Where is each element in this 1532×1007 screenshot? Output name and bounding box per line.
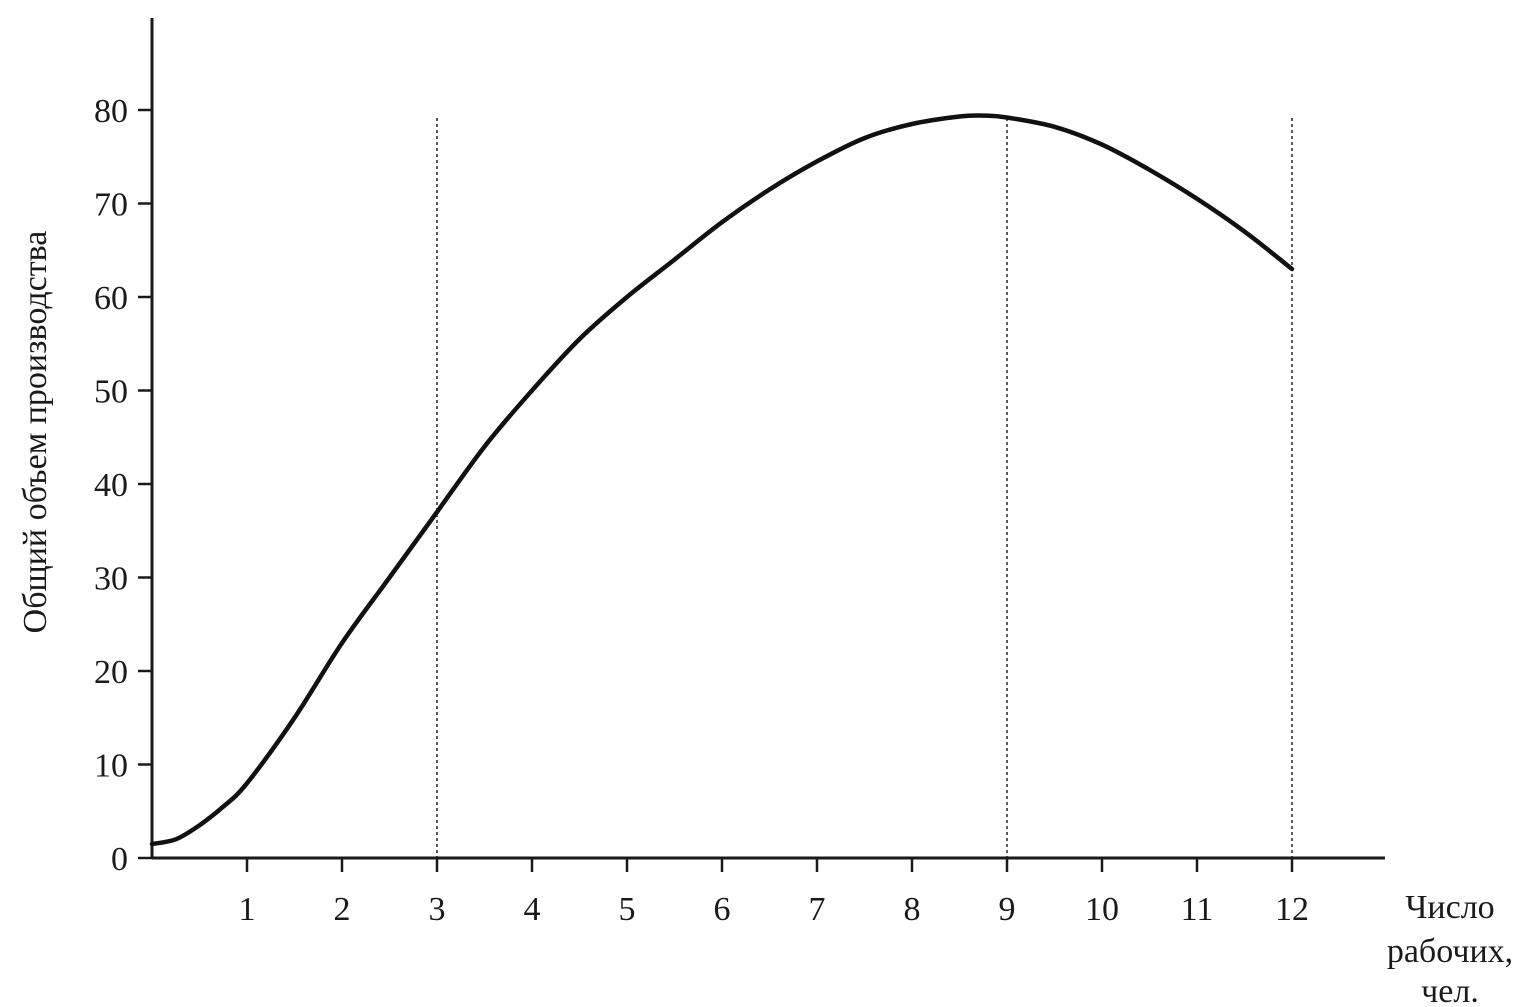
x-tick-label: 8 xyxy=(904,891,921,928)
total-output-curve xyxy=(149,113,1295,847)
x-tick-label: 1 xyxy=(239,891,256,928)
x-tick-label: 3 xyxy=(429,891,446,928)
y-tick-label: 30 xyxy=(94,561,128,598)
y-tick-label: 70 xyxy=(94,187,128,224)
x-axis-title-line-2: рабочих, xyxy=(1387,933,1513,970)
x-tick-label: 10 xyxy=(1085,891,1119,928)
y-tick-label: 80 xyxy=(94,93,128,130)
x-tick-label: 4 xyxy=(524,891,541,928)
x-axis-title: Число рабочих, чел. xyxy=(1387,889,1513,1007)
y-tick-label: 10 xyxy=(94,748,128,785)
x-tick-label: 5 xyxy=(619,891,636,928)
y-axis-title: Общий объем производства xyxy=(17,231,54,634)
x-axis-title-line-1: Число xyxy=(1405,889,1494,926)
x-tick-label: 2 xyxy=(334,891,351,928)
x-tick-label: 11 xyxy=(1181,891,1214,928)
axes xyxy=(150,18,1385,860)
y-ticks: 0 10 20 30 40 50 60 70 80 xyxy=(94,93,152,878)
y-tick-label: 60 xyxy=(94,280,128,317)
reference-lines xyxy=(436,118,1293,858)
x-tick-label: 9 xyxy=(999,891,1016,928)
y-tick-label: 0 xyxy=(111,841,128,878)
x-axis-title-line-3: чел. xyxy=(1421,973,1479,1007)
x-tick-label: 12 xyxy=(1275,891,1309,928)
x-tick-label: 7 xyxy=(809,891,826,928)
y-tick-label: 40 xyxy=(94,467,128,504)
y-tick-label: 20 xyxy=(94,654,128,691)
x-tick-label: 6 xyxy=(714,891,731,928)
y-tick-label: 50 xyxy=(94,374,128,411)
